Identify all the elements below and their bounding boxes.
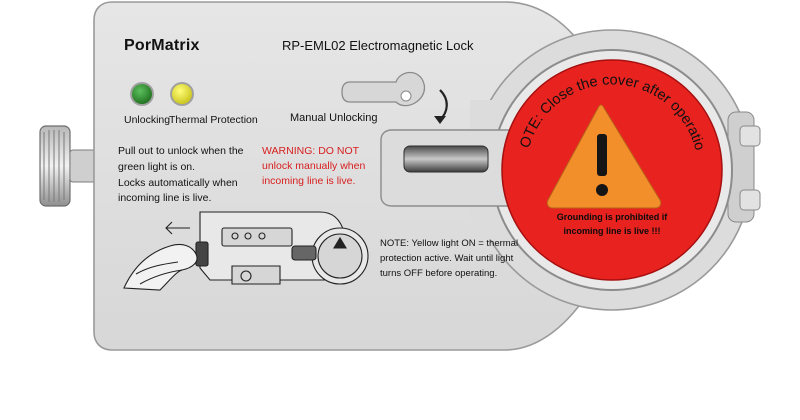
model-title: RP-EML02 Electromagnetic Lock bbox=[282, 38, 474, 53]
hinge bbox=[727, 111, 761, 223]
brand-logo: PorMatrix bbox=[124, 37, 200, 54]
svg-text:NOTE: Close the cover after op: NOTE: Close the cover after operation bbox=[0, 0, 707, 152]
manual-unlocking-label: Manual Unlocking bbox=[290, 112, 378, 124]
warning-line: unlock manually when bbox=[262, 160, 366, 173]
warning-text: WARNING: DO NOT unlock manually when inc… bbox=[262, 144, 365, 190]
warning-line: incoming line is live. bbox=[262, 175, 356, 188]
note-line: turns OFF before operating. bbox=[380, 268, 498, 280]
grounding-line: Grounding is prohibited if bbox=[556, 212, 668, 222]
warning-line: WARNING: DO NOT bbox=[262, 145, 360, 157]
instructions-line: incoming line is live. bbox=[118, 192, 212, 205]
note-text: NOTE: Yellow light ON = thermal protecti… bbox=[380, 236, 518, 282]
note-line: NOTE: Yellow light ON = thermal bbox=[380, 238, 519, 249]
instructions-text: Pull out to unlock when the green light … bbox=[118, 144, 244, 207]
grounding-line: incoming line is live !!! bbox=[563, 226, 661, 237]
note-line: protection active. Wait until light bbox=[380, 253, 514, 265]
unlocking-label: Unlocking bbox=[124, 114, 171, 126]
operation-diagram bbox=[123, 211, 369, 291]
grounding-warning: Grounding is prohibited if incoming line… bbox=[532, 210, 692, 239]
instructions-line: Pull out to unlock when the bbox=[118, 145, 244, 157]
rotate-arrow-icon bbox=[434, 89, 448, 124]
instructions-line: Locks automatically when bbox=[118, 176, 238, 189]
manual-unlock-keyhole[interactable] bbox=[341, 71, 426, 107]
warning-triangle-icon bbox=[546, 104, 662, 209]
thermal-protection-label: Thermal Protection bbox=[169, 114, 258, 126]
unlocking-light bbox=[130, 82, 154, 106]
thermal-light bbox=[170, 82, 194, 106]
instructions-line: green light is on. bbox=[118, 160, 196, 173]
